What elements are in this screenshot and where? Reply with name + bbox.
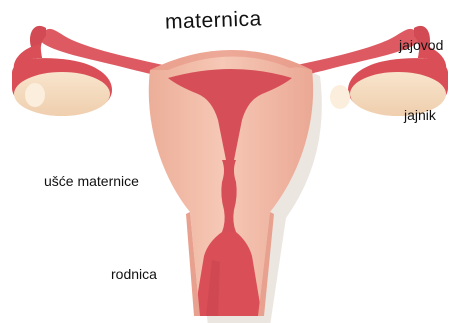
cervix-label: ušće maternice [44, 174, 139, 188]
uterus-label: maternica [165, 8, 262, 32]
left-ovary [12, 58, 112, 116]
fallopian-tube-label: jajovod [399, 38, 443, 52]
ovary-label: jajnik [404, 108, 436, 122]
vagina-label: rodnica [111, 267, 157, 281]
